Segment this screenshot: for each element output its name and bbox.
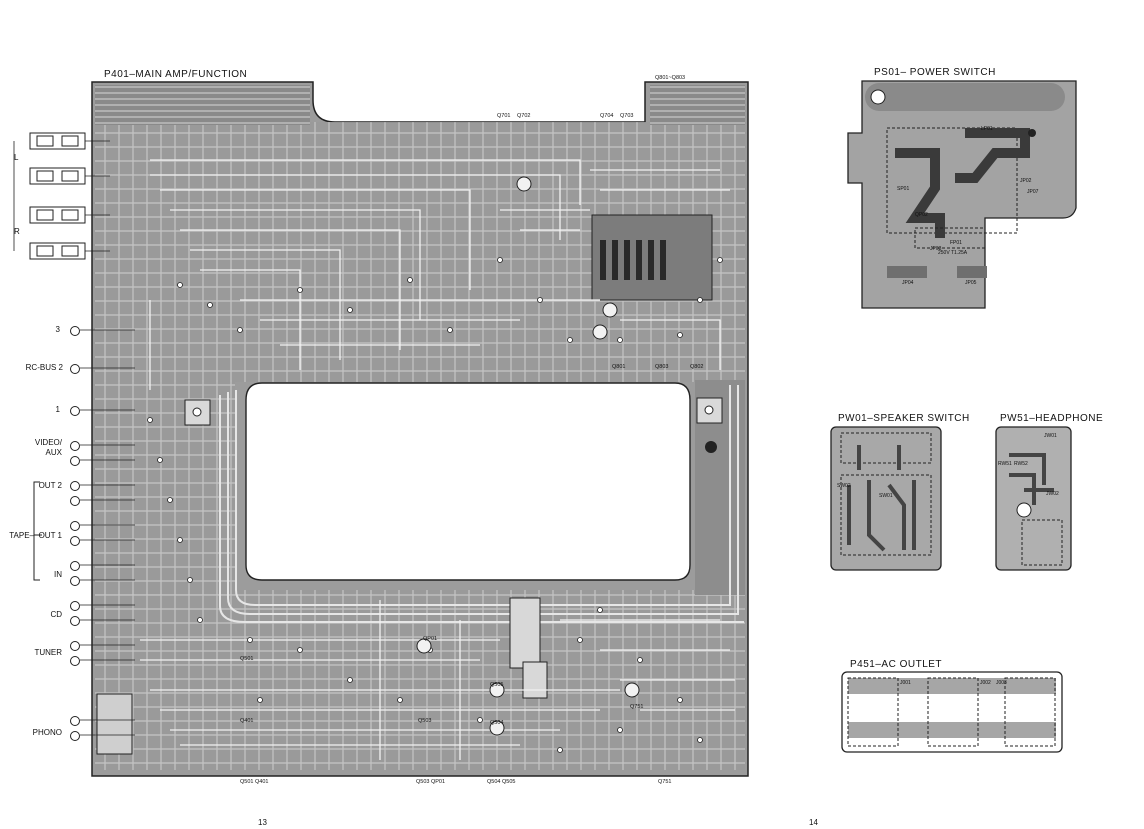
rca-jack [70, 601, 80, 611]
rca-jack [70, 561, 80, 571]
svg-text:J003: J003 [996, 680, 1007, 686]
svg-text:Q801: Q801 [612, 364, 625, 370]
speaker-switch-title: PW01–SPEAKER SWITCH [838, 413, 970, 424]
rca-jack [70, 716, 80, 726]
jack-label-in: IN [54, 570, 62, 579]
svg-text:Q504 Q505: Q504 Q505 [487, 779, 515, 785]
svg-text:JW01: JW01 [1044, 433, 1057, 439]
svg-text:SP01: SP01 [897, 186, 909, 192]
ac-outlet-board: J001 J002 J003 [841, 671, 1063, 753]
headphone-title: PW51–HEADPHONE [1000, 413, 1104, 424]
headphone-board: JW01 JW02 RW51 RW52 [995, 426, 1072, 571]
jack-label-out-2: OUT 2 [38, 481, 62, 490]
svg-text:RW52: RW52 [1014, 461, 1028, 467]
jack-label-1: 1 [55, 405, 60, 414]
svg-text:SW02: SW02 [837, 483, 851, 489]
main-board-cutout [245, 382, 691, 581]
rca-jack [70, 326, 80, 336]
power-switch-board: LP01 JP02 QP02 SP01 JP03 FP01 250V T1.25… [847, 80, 1077, 309]
rca-jack [70, 496, 80, 506]
svg-text:Q501: Q501 [240, 656, 253, 662]
svg-text:LP01: LP01 [981, 126, 993, 132]
svg-text:J002: J002 [980, 680, 991, 686]
svg-text:Q801~Q803: Q801~Q803 [655, 75, 685, 81]
jack-label-cd: CD [50, 610, 62, 619]
main-board-title: P401–MAIN AMP/FUNCTION [104, 69, 248, 80]
jack-label-tuner: TUNER [34, 648, 62, 657]
svg-text:Q703: Q703 [620, 113, 633, 119]
rca-jack [70, 536, 80, 546]
svg-text:JW02: JW02 [1046, 491, 1059, 497]
rca-jack [70, 576, 80, 586]
speaker-right-label: R [14, 227, 20, 236]
svg-text:Q401: Q401 [240, 718, 253, 724]
power-switch-title: PS01– POWER SWITCH [874, 67, 996, 78]
svg-text:FP01: FP01 [950, 240, 962, 246]
rca-jack [70, 521, 80, 531]
jack-label-video-aux: VIDEO/ AUX [34, 438, 62, 457]
svg-text:Q504: Q504 [490, 720, 503, 726]
rca-jack [70, 641, 80, 651]
svg-text:SW01: SW01 [879, 493, 893, 499]
svg-text:Q803: Q803 [655, 364, 668, 370]
svg-text:250V T1.25A: 250V T1.25A [938, 250, 968, 256]
tape-group-label: TAPE– [9, 531, 34, 540]
svg-text:Q751: Q751 [630, 704, 643, 710]
svg-text:JP04: JP04 [902, 280, 914, 286]
svg-text:JP05: JP05 [965, 280, 977, 286]
speaker-left-label: L [14, 153, 19, 162]
rca-jack [70, 616, 80, 626]
jack-label-phono: PHONO [32, 728, 62, 737]
page-number-right: 14 [809, 818, 818, 827]
rca-jack [70, 481, 80, 491]
rca-jack [70, 731, 80, 741]
svg-text:Q702: Q702 [517, 113, 530, 119]
speaker-switch-board: SW02 SW01 [830, 426, 942, 571]
svg-text:Q751: Q751 [658, 779, 671, 785]
svg-text:Q505: Q505 [490, 682, 503, 688]
svg-text:Q704: Q704 [600, 113, 613, 119]
jack-label-3: 3 [55, 325, 60, 334]
svg-text:J001: J001 [900, 680, 911, 686]
svg-text:Q503 QP01: Q503 QP01 [416, 779, 445, 785]
svg-text:JP07: JP07 [1027, 189, 1039, 195]
svg-text:QP02: QP02 [915, 212, 928, 218]
svg-text:QP01: QP01 [423, 636, 437, 642]
svg-text:JP02: JP02 [1020, 178, 1032, 184]
jack-label-out-1: OUT 1 [38, 531, 62, 540]
page-number-left: 13 [258, 818, 267, 827]
rca-jack [70, 406, 80, 416]
svg-text:Q501 Q401: Q501 Q401 [240, 779, 268, 785]
ac-outlet-title: P451–AC OUTLET [850, 659, 943, 670]
svg-text:RW51: RW51 [998, 461, 1012, 467]
svg-text:JP03: JP03 [930, 246, 942, 252]
rca-jack [70, 656, 80, 666]
rca-jack [70, 441, 80, 451]
rca-jack [70, 456, 80, 466]
jack-label-rc-bus-2: RC-BUS 2 [25, 363, 63, 372]
svg-text:Q802: Q802 [690, 364, 703, 370]
rca-jack [70, 364, 80, 374]
svg-text:Q701: Q701 [497, 113, 510, 119]
svg-text:Q503: Q503 [418, 718, 431, 724]
